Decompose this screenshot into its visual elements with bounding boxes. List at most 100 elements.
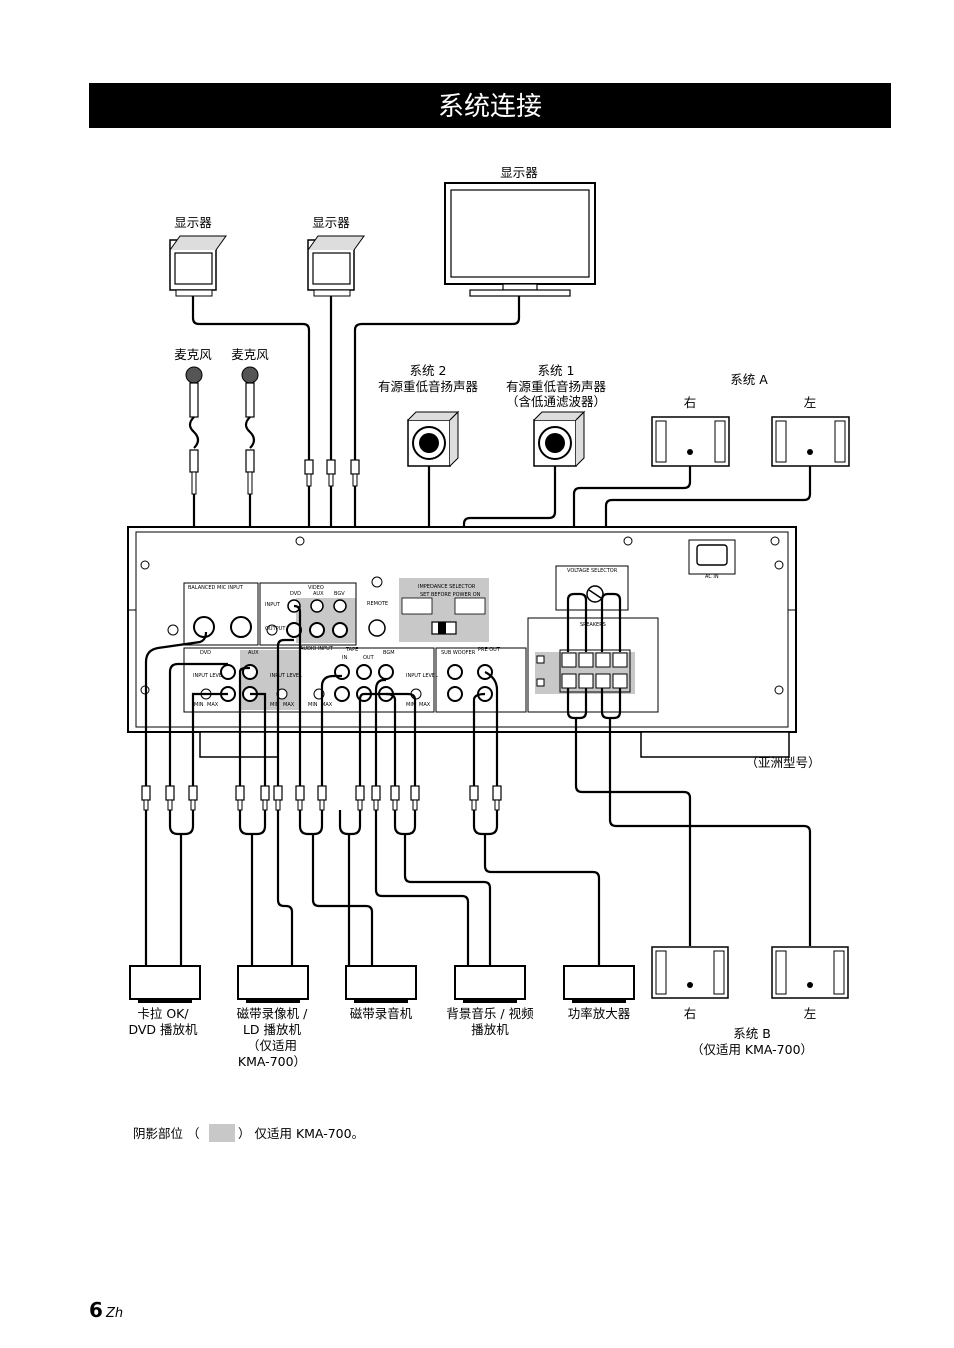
source-label-4-line2: 播放机 <box>471 1022 509 1037</box>
signal-cable <box>191 692 228 786</box>
rca-plug-tip <box>412 799 418 811</box>
source-label-1-line2: DVD 播放机 <box>128 1022 198 1037</box>
system-a-right: 右 <box>684 395 697 410</box>
source-tape-deck <box>345 965 417 1003</box>
rca-plug <box>317 785 327 801</box>
panel-video-aux: AUX <box>313 591 324 597</box>
panel-audio-input: AUDIO INPUT <box>300 646 334 652</box>
sub2-line2: 有源重低音扬声器 <box>378 379 479 394</box>
panel-video-output: OUTPUT <box>265 626 286 632</box>
signal-cable <box>358 692 365 786</box>
signal-cable <box>374 810 470 966</box>
panel-video-dvd: DVD <box>290 591 301 597</box>
cable-monitor-3 <box>353 296 521 468</box>
asia-model-label: （亚洲型号） <box>745 755 820 770</box>
rca-plug <box>235 785 245 801</box>
title-bar <box>89 83 891 128</box>
speaker-a-left <box>771 416 850 467</box>
rca-plug-tip <box>494 799 500 811</box>
microphone-2 <box>241 366 259 495</box>
source-label-2-line2: LD 播放机 <box>243 1022 302 1037</box>
system-b-right: 右 <box>684 1006 697 1021</box>
monitor-flat <box>444 182 596 297</box>
source-label-4-line1: 背景音乐 / 视频 <box>446 1006 534 1021</box>
rca-jack <box>447 664 463 680</box>
signal-cable <box>298 810 324 836</box>
monitor-small-left <box>169 235 227 297</box>
panel-min-1: MIN <box>194 702 204 708</box>
speaker-b-right <box>651 946 729 999</box>
system-a-left: 左 <box>804 395 817 410</box>
rca-plug-tip <box>167 799 173 811</box>
rca-jack <box>334 686 350 702</box>
panel-video: VIDEO <box>308 585 324 591</box>
signal-cable <box>484 671 499 786</box>
source-label-2-line1: 磁带录像机 / <box>237 1006 308 1021</box>
cable-monitor-1 <box>191 296 311 468</box>
monitor-label-3: 显示器 <box>500 165 538 180</box>
section-audio <box>183 647 435 713</box>
signal-cable <box>250 692 267 786</box>
signal-cable <box>238 666 250 786</box>
rca-plug-tip <box>143 799 149 811</box>
cable-a-loop-right <box>566 592 588 652</box>
rca-plug <box>355 785 365 801</box>
speaker-terminals <box>536 649 631 693</box>
rca-plug-tip <box>319 799 325 811</box>
panel-balanced-mic: BALANCED MIC INPUT <box>188 585 244 591</box>
rca-plug <box>141 785 151 801</box>
rca-plug <box>273 785 283 801</box>
mic-jack-2 <box>230 616 252 638</box>
signal-cable <box>276 638 294 786</box>
panel-dvd: DVD <box>200 650 211 656</box>
panel-remote: REMOTE <box>367 601 388 607</box>
source-vcr-ld <box>237 965 309 1003</box>
mic-jack-1 <box>193 616 215 638</box>
source-cables <box>141 604 601 966</box>
panel-max-3: MAX <box>321 702 333 708</box>
sub1-line1: 系统 1 <box>538 363 575 378</box>
source-label-2-line4: KMA-700） <box>238 1054 306 1069</box>
panel-speakers: SPEAKERS <box>580 622 606 628</box>
panel-max-2: MAX <box>283 702 295 708</box>
shaded-video-bgv <box>296 598 356 643</box>
microphone-1 <box>185 366 203 495</box>
panel-pre-out: PRE OUT <box>478 647 501 653</box>
section-subwoofer <box>435 647 527 713</box>
source-karaoke-dvd <box>129 965 201 1003</box>
monitor-label-1: 显示器 <box>174 215 212 230</box>
signal-cable <box>393 810 417 836</box>
section-mic <box>183 582 259 646</box>
system-a-title: 系统 A <box>730 372 768 387</box>
source-power-amp <box>563 965 635 1003</box>
cable-subwoofer-1 <box>462 466 557 680</box>
signal-cable <box>238 810 267 836</box>
panel-input-level-3: INPUT LEVEL <box>406 673 438 679</box>
panel-input-level-2: INPUT LEVEL <box>270 673 302 679</box>
rca-plug <box>492 785 502 801</box>
signal-cable <box>472 810 499 836</box>
signal-cable <box>311 834 374 966</box>
section-voltage <box>555 565 629 611</box>
subwoofer-system-2 <box>407 410 460 467</box>
system-b-left: 左 <box>804 1006 817 1021</box>
signal-cable <box>472 692 486 786</box>
panel-max-1: MAX <box>207 702 219 708</box>
monitor-label-2: 显示器 <box>312 215 350 230</box>
panel-voltage: VOLTAGE SELECTOR <box>567 568 618 574</box>
panel-sub-woofer: SUB WOOFER <box>441 650 476 656</box>
panel-ac-in: AC IN <box>705 574 719 580</box>
rca-plug-tip <box>190 799 196 811</box>
panel-min-2: MIN <box>270 702 280 708</box>
panel-tape: TAPE <box>345 647 358 653</box>
source-label-2-line3: （仅适用 <box>247 1038 297 1053</box>
rca-plug-tip <box>471 799 477 811</box>
panel-aux: AUX <box>248 650 259 656</box>
rca-plug-tip <box>275 799 281 811</box>
rca-plug-tip <box>373 799 379 811</box>
rca-plug <box>295 785 305 801</box>
panel-min-4: MIN <box>406 702 416 708</box>
rca-jack <box>447 686 463 702</box>
rca-jack <box>220 664 236 680</box>
